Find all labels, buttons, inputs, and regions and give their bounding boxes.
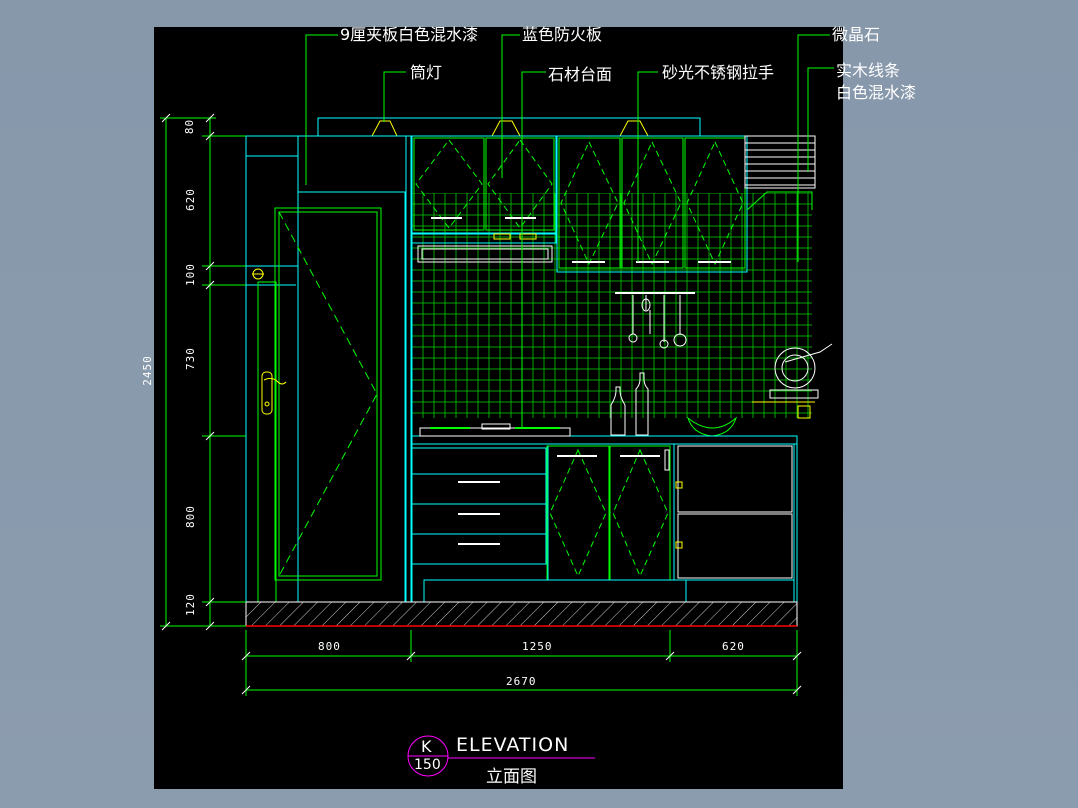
fridge-door	[257, 207, 382, 603]
dim-width-800: 800	[318, 640, 341, 653]
door-handle	[252, 268, 287, 415]
dim-total-height: 2450	[140, 355, 154, 386]
tile-backsplash	[412, 193, 812, 418]
dim-100: 100	[183, 263, 197, 286]
dim-total-width: 2670	[506, 675, 537, 688]
dim-width-620: 620	[722, 640, 745, 653]
dim-80: 80	[183, 118, 197, 135]
callout-leaders	[305, 34, 834, 428]
title-block	[407, 735, 595, 777]
floor-hatch	[245, 601, 798, 627]
downlight-icons	[371, 120, 649, 137]
label-countertop: 石材台面	[548, 65, 613, 84]
dim-800: 800	[183, 505, 197, 528]
label-crystal-stone: 微晶石	[832, 25, 881, 44]
horizontal-dimensions	[241, 630, 802, 696]
label-fire-board: 蓝色防火板	[522, 25, 603, 44]
sheet-number: 150	[414, 757, 441, 773]
label-wood-trim-paint: 白色混水漆	[836, 83, 917, 102]
base-cabinets	[411, 443, 798, 603]
vertical-dimensions	[160, 113, 246, 631]
tall-unit	[245, 135, 413, 603]
countertop-items	[610, 343, 833, 437]
dim-730: 730	[183, 347, 197, 370]
dim-620: 620	[183, 188, 197, 211]
dim-width-1250: 1250	[522, 640, 553, 653]
label-handle: 砂光不锈钢拉手	[662, 63, 775, 82]
title-english: ELEVATION	[456, 734, 570, 756]
label-plywood: 9厘夹板白色混水漆	[340, 25, 479, 44]
dim-120: 120	[183, 593, 197, 616]
title-chinese: 立面图	[486, 767, 537, 787]
range-hood	[411, 232, 557, 263]
label-downlight: 筒灯	[410, 63, 443, 82]
upper-cabinets	[411, 135, 748, 273]
label-wood-trim: 实木线条	[836, 61, 901, 80]
countertop	[411, 423, 798, 445]
utensil-rail	[615, 292, 695, 349]
sheet-letter: K	[421, 737, 432, 756]
wall-shelf	[744, 135, 816, 211]
